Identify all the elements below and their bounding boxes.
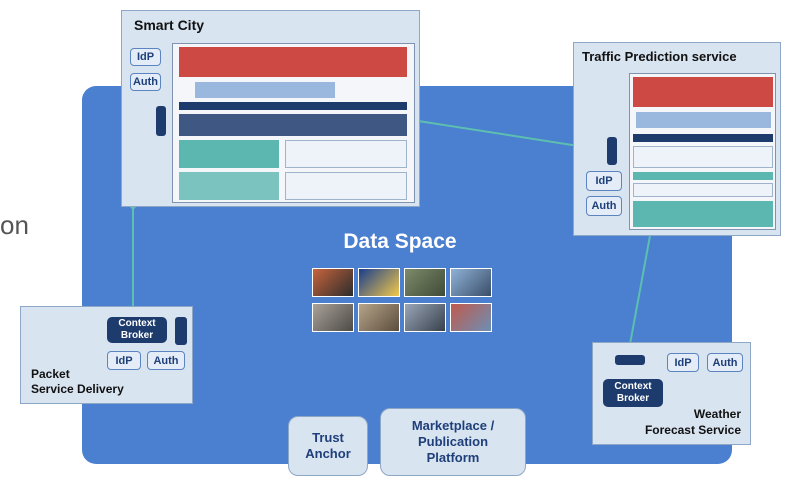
marketplace-box[interactable]: Marketplace / Publication Platform bbox=[380, 408, 526, 476]
cutoff-text: on bbox=[0, 210, 29, 240]
smart-city-processing-block bbox=[195, 82, 335, 98]
smart-city-broker-bar bbox=[179, 102, 407, 110]
trust-anchor-line1: Trust bbox=[312, 430, 344, 445]
traffic-data-row bbox=[633, 146, 773, 168]
trust-anchor-line2: Anchor bbox=[305, 446, 351, 461]
packet-connector bbox=[175, 317, 187, 345]
traffic-adapters-row bbox=[633, 183, 773, 197]
smart-city-services-bar bbox=[179, 47, 407, 77]
traffic-third-systems bbox=[633, 201, 773, 227]
weather-title-line2: Forecast Service bbox=[644, 423, 741, 437]
smart-city-auth-button[interactable]: Auth bbox=[130, 73, 161, 91]
smart-city-idp-button[interactable]: IdP bbox=[130, 48, 161, 66]
photo-crowd bbox=[358, 303, 400, 332]
smart-city-connector bbox=[156, 106, 166, 136]
weather-connector bbox=[615, 355, 645, 365]
weather-auth-button[interactable]: Auth bbox=[707, 353, 743, 372]
weather-title-line1: Weather bbox=[693, 407, 741, 421]
photo-street bbox=[404, 268, 446, 297]
photo-city-skyline bbox=[450, 268, 492, 297]
packet-auth-button[interactable]: Auth bbox=[147, 351, 185, 370]
traffic-architecture bbox=[629, 73, 776, 230]
traffic-idp-button[interactable]: IdP bbox=[586, 171, 622, 191]
packet-context-broker[interactable]: Context Broker bbox=[107, 317, 167, 343]
photo-aerial bbox=[450, 303, 492, 332]
smart-city-iot-block bbox=[179, 140, 279, 168]
weather-idp-button[interactable]: IdP bbox=[667, 353, 699, 372]
photo-traffic-jam bbox=[312, 268, 354, 297]
photo-mosaic bbox=[312, 268, 492, 332]
traffic-services-bar bbox=[633, 77, 773, 107]
smart-city-panel: Smart City IdP Auth bbox=[121, 10, 420, 207]
smart-city-sources-block bbox=[285, 172, 407, 200]
smart-city-title: Smart City bbox=[134, 17, 205, 33]
traffic-prediction-title: Traffic Prediction service bbox=[582, 49, 737, 64]
weather-context-broker[interactable]: Context Broker bbox=[603, 379, 663, 407]
traffic-broker-bar bbox=[633, 134, 773, 142]
traffic-connector bbox=[607, 137, 617, 165]
smart-city-data-row bbox=[179, 114, 407, 136]
weather-service-panel: IdP Auth Context Broker Weather Forecast… bbox=[592, 342, 751, 445]
data-space-title: Data Space bbox=[343, 230, 457, 253]
smart-city-architecture bbox=[172, 43, 415, 203]
marketplace-line2: Publication bbox=[417, 434, 489, 449]
packet-title-line1: Packet bbox=[31, 367, 70, 381]
packet-title-line2: Service Delivery bbox=[31, 382, 124, 396]
photo-dashboard bbox=[358, 268, 400, 297]
smart-city-devices-block bbox=[179, 172, 279, 200]
photo-road bbox=[312, 303, 354, 332]
packet-idp-button[interactable]: IdP bbox=[107, 351, 141, 370]
traffic-prediction-panel: Traffic Prediction service IdP Auth bbox=[573, 42, 781, 236]
marketplace-line1: Marketplace / bbox=[411, 418, 495, 433]
traffic-processing-block bbox=[636, 112, 771, 128]
traffic-auth-button[interactable]: Auth bbox=[586, 196, 622, 216]
packet-service-panel: Context Broker IdP Auth Packet Service D… bbox=[20, 306, 193, 404]
smart-city-agents-block bbox=[285, 140, 407, 168]
photo-highway bbox=[404, 303, 446, 332]
traffic-agent-bar bbox=[633, 172, 773, 180]
trust-anchor-box[interactable]: Trust Anchor bbox=[288, 416, 368, 476]
marketplace-line3: Platform bbox=[426, 450, 480, 465]
